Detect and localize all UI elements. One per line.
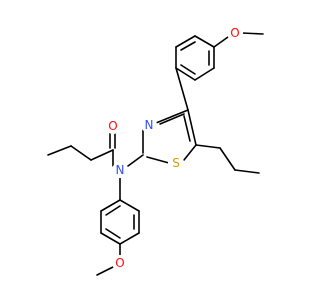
atom-s-thiazole: S [168, 155, 184, 171]
structure-canvas: O N S N O O [47, 25, 264, 276]
bond-butyl-2 [70, 145, 92, 161]
bond-bottom-ring-inner-2 [105, 228, 121, 239]
atom-o-top: O [227, 25, 243, 41]
atom-o-bottom-background [112, 255, 128, 271]
atom-n-thiazole: N [141, 117, 157, 133]
bond-bottom-ring-6 [100, 199, 121, 212]
atom-n-amide-background [112, 162, 128, 178]
bond-top-ring-2 [194, 67, 215, 81]
atom-o-top-background [227, 25, 243, 41]
bond-top-ring-5 [175, 35, 196, 48]
atom-o-carbonyl-label: O [108, 119, 117, 133]
bond-cco-ch2 [90, 149, 114, 161]
bond-bottom-ring-3 [119, 232, 140, 245]
atom-o-carbonyl: O [105, 118, 121, 134]
bond-methyl-o-top [241, 32, 264, 35]
bond-propyl-3 [234, 169, 260, 174]
bond-aryl-c4 [175, 67, 189, 111]
bond-propyl-2 [219, 147, 236, 171]
bond-s1-c5 [183, 144, 197, 161]
bond-top-ring-inner-3 [180, 41, 196, 51]
bond-c5-c4 [187, 109, 197, 146]
atom-o-bottom-label: O [115, 256, 124, 270]
atom-n-amide-label: N [116, 163, 125, 177]
bond-top-ring-inner-2 [180, 64, 196, 75]
atom-n-thiazole-background [141, 117, 157, 133]
bond-o-bottom-methyl [96, 266, 114, 276]
bond-bottom-ring-1 [119, 199, 140, 212]
bond-top-ring-3 [175, 67, 196, 81]
atom-n-amide: N [112, 162, 128, 178]
bond-bottom-ring-inner-3 [105, 205, 121, 216]
atom-n-thiazole-label: N [145, 118, 154, 132]
atom-o-carbonyl-background [105, 118, 121, 134]
bond-c2-namide [127, 154, 144, 167]
bond-c4-n3-double [159, 113, 185, 125]
bond-o-top-aryl [213, 36, 229, 48]
atom-s-thiazole-label: S [172, 156, 180, 170]
bond-c4-n3 [155, 109, 189, 124]
atom-o-bottom: O [112, 255, 128, 271]
bond-c5-c4-inner [183, 115, 191, 142]
bonds-group [47, 32, 264, 276]
atom-s-thiazole-background [168, 155, 184, 171]
atom-o-top-label: O [230, 26, 239, 40]
bond-top-ring-6 [194, 35, 215, 48]
molecule-structure-diagram: O N S N O O [47, 25, 264, 276]
bond-c2-s1 [146, 156, 170, 164]
bond-propyl-1 [195, 144, 221, 149]
bond-bottom-ring-4 [100, 232, 121, 245]
bond-butyl-3 [47, 145, 72, 156]
